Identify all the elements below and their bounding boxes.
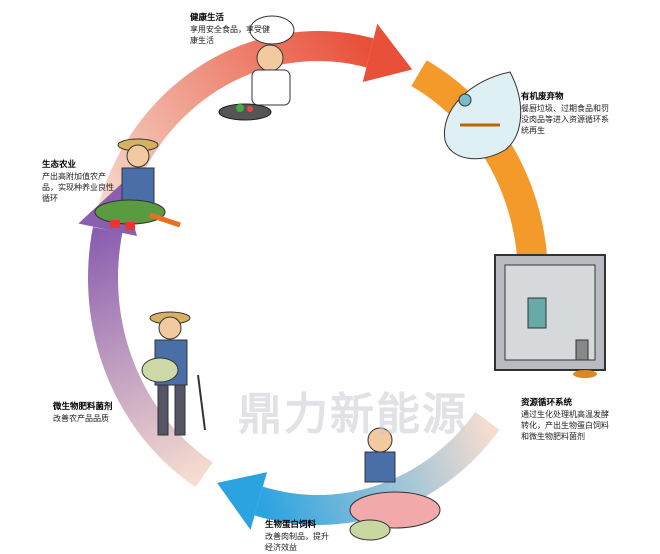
chef-illustration <box>218 15 295 121</box>
node-eco-agriculture: 生态农业产出高附加值农产品，实现种养业良性循环 <box>42 160 117 204</box>
machine-illustration <box>494 254 606 378</box>
node-title: 资源循环系统 <box>521 398 573 408</box>
purple-arrow-body <box>87 227 213 488</box>
watermark: 鼎力新能源 <box>238 389 468 440</box>
node-recycling-system: 资源循环系统通过生化处理机高温发酵转化，产出生物蛋白饲料和微生物肥料菌剂 <box>521 398 613 442</box>
node-title: 有机废弃物 <box>521 92 564 102</box>
node-desc: 餐厨垃圾、过期食品和罚没肉品等进入资源循环系统再生 <box>521 104 609 135</box>
fertilizer-farmer-illustration <box>141 311 206 436</box>
node-title: 生物蛋白饲料 <box>265 520 317 530</box>
node-protein-feed: 生物蛋白饲料改善肉制品，提升经济效益 <box>265 520 335 553</box>
node-title: 微生物肥料菌剂 <box>53 402 113 412</box>
node-title: 生态农业 <box>42 160 77 170</box>
node-desc: 改善肉制品，提升经济效益 <box>265 532 329 552</box>
blue-arrow-head <box>217 472 268 530</box>
node-desc: 产出高附加值农产品，实现种养业良性循环 <box>42 172 114 203</box>
node-title: 健康生活 <box>190 13 225 23</box>
node-desc: 改善农产品品质 <box>53 414 109 423</box>
node-desc: 享用安全食品，享受健康生活 <box>190 25 270 45</box>
node-microbial-fertilizer: 微生物肥料菌剂改善农产品品质 <box>53 402 133 424</box>
node-desc: 通过生化处理机高温发酵转化，产出生物蛋白饲料和微生物肥料菌剂 <box>521 410 609 441</box>
red-arrow-head <box>362 23 413 83</box>
pig-farmer-illustration <box>349 427 441 541</box>
node-organic-waste: 有机废弃物餐厨垃圾、过期食品和罚没肉品等进入资源循环系统再生 <box>521 92 613 136</box>
node-healthy-life: 健康生活享用安全食品，享受健康生活 <box>190 13 270 46</box>
waste-bag-illustration <box>443 71 522 160</box>
eco-farmer-illustration <box>94 138 181 230</box>
